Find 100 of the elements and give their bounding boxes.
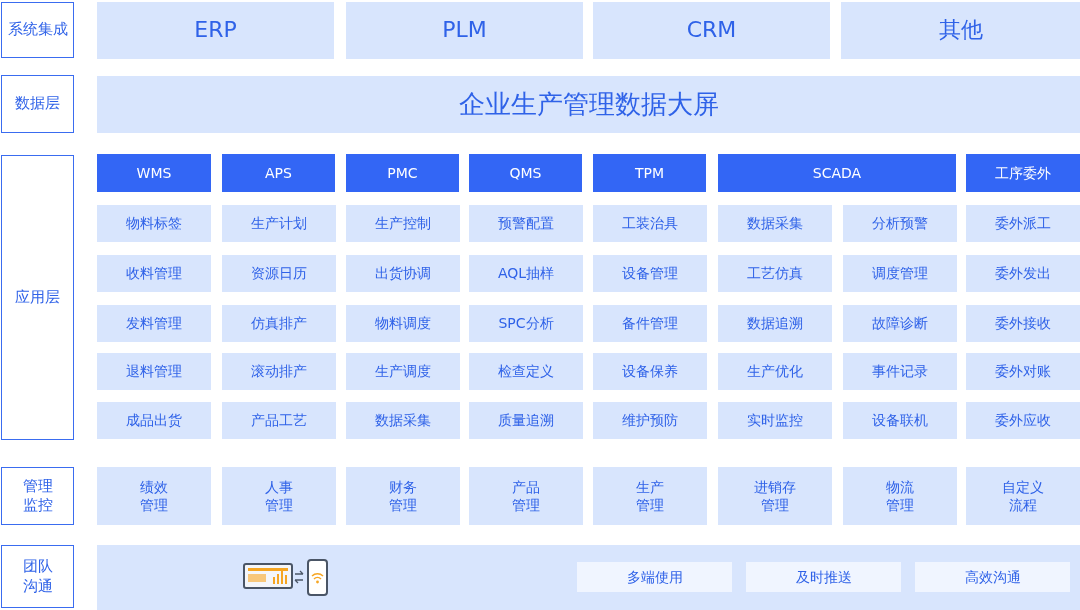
management-box	[346, 467, 460, 525]
box-label: 人事管理	[265, 477, 293, 515]
function-box	[469, 305, 583, 342]
function-box	[966, 402, 1080, 439]
box-label: 产品管理	[512, 477, 540, 515]
function-box	[843, 255, 957, 292]
box-label: 发料管理	[126, 314, 182, 333]
function-box	[718, 353, 832, 390]
function-box	[469, 205, 583, 242]
management-box	[843, 467, 957, 525]
box-label: 应用层	[15, 287, 60, 308]
module-header-box	[469, 154, 582, 192]
box-label: 委外派工	[995, 214, 1051, 233]
box-label: 数据层	[15, 94, 60, 114]
function-box	[843, 305, 957, 342]
box-label: SPC分析	[498, 314, 554, 333]
box-label: 委外发出	[995, 264, 1051, 283]
box-label: 生产计划	[251, 214, 307, 233]
box-label: 管理监控	[22, 476, 53, 516]
module-header-box	[718, 154, 956, 192]
feature-box	[746, 562, 901, 592]
box-label: 设备保养	[622, 362, 678, 381]
function-box	[966, 255, 1080, 292]
layer-label-box	[1, 545, 74, 608]
layer-label-box	[1, 467, 74, 525]
box-label: 事件记录	[872, 362, 928, 381]
box-label: 设备联机	[872, 411, 928, 430]
function-box	[97, 255, 211, 292]
function-box	[718, 402, 832, 439]
box-label: 委外接收	[995, 314, 1051, 333]
box-label: 企业生产管理数据大屏	[458, 87, 719, 121]
box-label: PLM	[442, 16, 487, 45]
box-label: 委外对账	[995, 362, 1051, 381]
module-header-box	[966, 154, 1080, 192]
box-label: APS	[265, 163, 292, 183]
function-box	[97, 402, 211, 439]
function-box	[222, 255, 336, 292]
function-box	[843, 353, 957, 390]
function-box	[97, 353, 211, 390]
box-label: 调度管理	[872, 264, 928, 283]
system-box	[346, 2, 583, 59]
box-label: 工序委外	[995, 163, 1051, 183]
box-label: 绩效管理	[140, 477, 168, 515]
box-label: 物料调度	[375, 314, 431, 333]
box-label: 分析预警	[872, 214, 928, 233]
box-label: 产品工艺	[251, 411, 307, 430]
box-label: 财务管理	[389, 477, 417, 515]
function-box	[97, 305, 211, 342]
management-box	[718, 467, 832, 525]
box-label: 多端使用	[626, 567, 683, 587]
box-label: 数据追溯	[747, 314, 803, 333]
box-label: 数据采集	[375, 411, 431, 430]
box-label: ERP	[194, 16, 237, 45]
box-label: 其他	[938, 16, 983, 45]
box-label: 仿真排产	[251, 314, 307, 333]
system-box	[841, 2, 1080, 59]
box-label: 物流管理	[886, 477, 914, 515]
function-box	[843, 205, 957, 242]
box-label: 数据采集	[747, 214, 803, 233]
function-box	[346, 305, 460, 342]
box-label: AQL抽样	[497, 264, 555, 283]
layer-label-box	[1, 75, 74, 133]
management-box	[222, 467, 336, 525]
function-box	[593, 205, 707, 242]
function-box	[718, 205, 832, 242]
function-box	[593, 255, 707, 292]
box-label: 退料管理	[126, 362, 182, 381]
box-label: 滚动排产	[251, 362, 307, 381]
function-box	[593, 353, 707, 390]
box-label: 进销存管理	[754, 477, 796, 515]
module-header-box	[593, 154, 706, 192]
box-label: 工艺仿真	[747, 264, 803, 283]
box-label: 高效沟通	[964, 567, 1021, 587]
layer-label-box	[1, 2, 74, 58]
box-label: 生产管理	[636, 477, 664, 515]
box-label: QMS	[509, 163, 542, 183]
data-layer-box	[97, 76, 1080, 133]
module-header-box	[97, 154, 211, 192]
box-label: PMC	[387, 163, 418, 183]
box-label: 生产优化	[747, 362, 803, 381]
box-label: 成品出货	[126, 411, 182, 430]
function-box	[593, 402, 707, 439]
box-label: 设备管理	[622, 264, 678, 283]
box-label: WMS	[136, 163, 172, 183]
function-box	[222, 205, 336, 242]
box-label: 检查定义	[498, 362, 554, 381]
function-box	[346, 255, 460, 292]
system-box	[593, 2, 830, 59]
box-label: 预警配置	[498, 214, 554, 233]
function-box	[469, 402, 583, 439]
box-label: 收料管理	[126, 264, 182, 283]
box-label: 团队沟通	[22, 557, 53, 596]
module-header-box	[222, 154, 335, 192]
box-label: 系统集成	[7, 20, 68, 40]
management-box	[97, 467, 211, 525]
function-box	[222, 353, 336, 390]
box-label: 备件管理	[622, 314, 678, 333]
system-box	[97, 2, 334, 59]
function-box	[346, 402, 460, 439]
layer-label-box	[1, 155, 74, 440]
